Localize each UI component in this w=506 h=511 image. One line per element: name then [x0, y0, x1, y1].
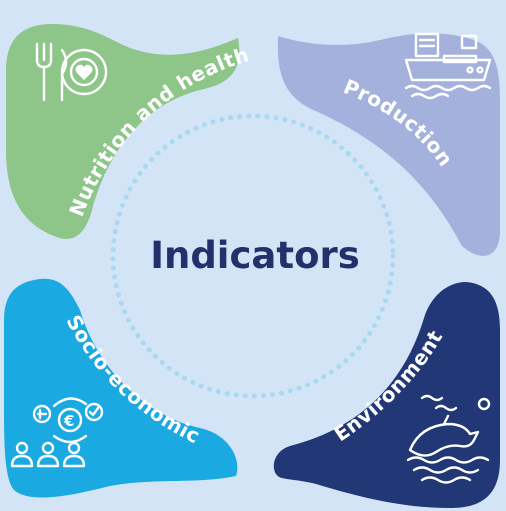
- petal-socio-economic: [4, 278, 238, 498]
- euro-cycle-people-icon: €: [10, 397, 104, 468]
- dolphin-waves-icon: [406, 394, 491, 484]
- petal-nutrition-health: [6, 24, 240, 239]
- center-ring: [110, 113, 396, 399]
- quadrant-nutrition-health: Nutrition and health: [6, 24, 251, 239]
- petal-environment: [273, 282, 500, 508]
- quadrant-environment: Environment: [273, 282, 500, 508]
- svg-text:€: €: [63, 412, 74, 430]
- center-title: Indicators: [150, 234, 360, 277]
- plate-cutlery-heart-icon: [35, 42, 108, 102]
- ship-waves-icon: [404, 32, 492, 100]
